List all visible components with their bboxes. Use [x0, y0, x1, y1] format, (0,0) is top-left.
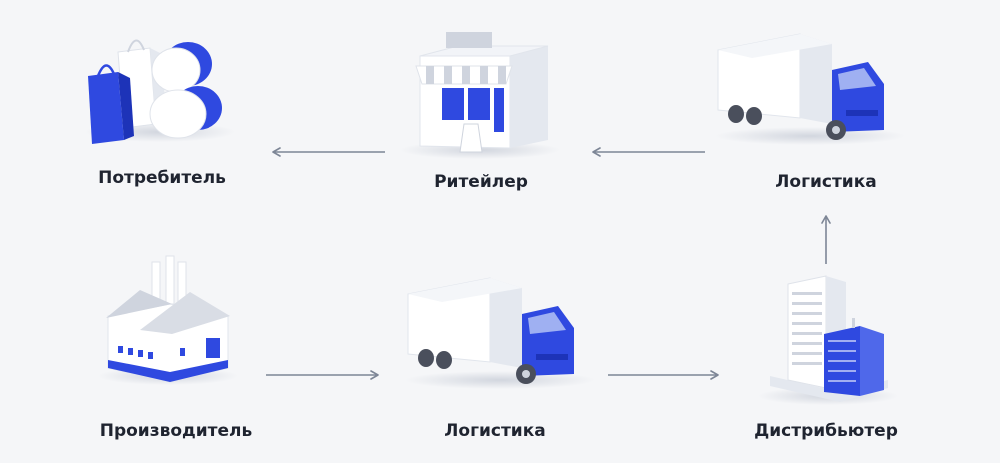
- office-buildings-icon: [758, 275, 898, 405]
- node-label-distributor: Дистрибьютер: [754, 421, 898, 441]
- node-label-manufacturer: Производитель: [99, 421, 253, 441]
- node-label-consumer: Потребитель: [98, 168, 226, 188]
- node-label-logistics-bottom: Логистика: [444, 421, 546, 441]
- node-label-retailer: Ритейлер: [434, 172, 528, 192]
- truck-icon: [715, 33, 905, 145]
- truck-icon: [405, 277, 595, 389]
- node-label-logistics-top: Логистика: [775, 172, 877, 192]
- shopping-bags-icon: [85, 39, 235, 144]
- store-icon: [400, 32, 560, 159]
- factory-icon: [98, 255, 238, 385]
